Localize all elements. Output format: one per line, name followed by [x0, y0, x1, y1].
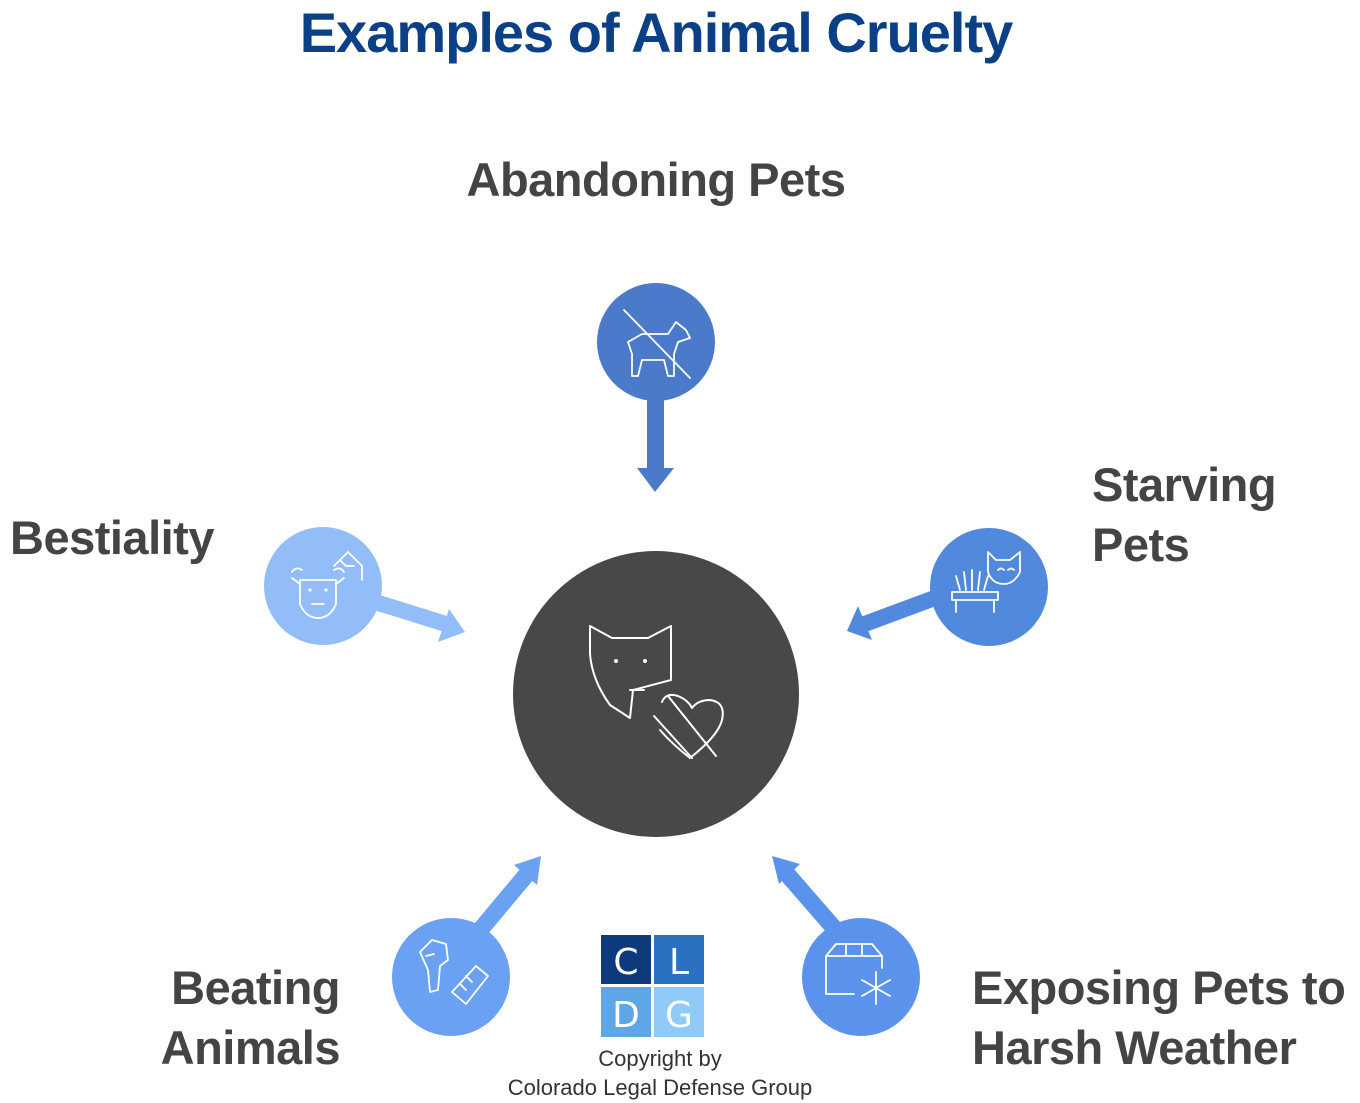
center-node: [513, 551, 799, 837]
logo-letter-d: D: [612, 995, 640, 1036]
node-bestiality: [264, 527, 382, 645]
arrow-abandoning: [637, 398, 674, 492]
label-line: Starving: [1092, 458, 1277, 511]
arrow-bestiality: [369, 593, 465, 642]
dog-hit-icon: [419, 939, 489, 1005]
logo-tile-l: [654, 935, 704, 984]
label-bestiality: Bestiality: [10, 508, 214, 568]
arrow-beating: [469, 856, 541, 941]
label-starving-pets: Starving Pets: [1092, 455, 1277, 575]
page-title: Examples of Animal Cruelty: [299, 1, 1014, 64]
no-dog-icon: [623, 309, 691, 379]
label-beating-animals: Beating Animals: [60, 958, 341, 1078]
arrow-starving: [847, 588, 943, 640]
label-line: Exposing Pets to: [972, 961, 1346, 1014]
label-line: Abandoning Pets: [466, 153, 846, 206]
cat-empty-bowl-icon: [951, 551, 1021, 613]
logo-tile-g: [654, 987, 704, 1037]
cow-icon: [291, 551, 363, 619]
node-abandoning: [597, 283, 715, 401]
copyright-line-2: Colorado Legal Defense Group: [507, 1075, 813, 1100]
node-beating: [392, 918, 510, 1036]
label-line: Harsh Weather: [972, 1021, 1297, 1074]
label-exposing-pets: Exposing Pets to Harsh Weather: [972, 958, 1346, 1078]
label-line: Beating: [171, 961, 340, 1014]
copyright-line-1: Copyright by: [598, 1046, 722, 1071]
center-circle: [513, 551, 799, 837]
label-line: Bestiality: [10, 511, 214, 564]
logo-letter-l: L: [669, 942, 689, 983]
label-line: Pets: [1092, 518, 1190, 571]
logo-tile-d: [601, 987, 651, 1037]
cat-broken-heart-icon: [589, 625, 724, 759]
node-starving: [930, 528, 1048, 646]
arrow-exposing: [772, 856, 847, 941]
label-abandoning-pets: Abandoning Pets: [0, 150, 1312, 210]
label-line: Animals: [160, 1021, 341, 1074]
logo-tile-c: [601, 935, 651, 984]
copyright-notice: Copyright by Colorado Legal Defense Grou…: [470, 1044, 850, 1102]
cldg-logo: C L D G: [601, 935, 704, 1037]
node-exposing: [802, 918, 920, 1036]
box-snowflake-icon: [825, 943, 891, 1005]
logo-letter-g: G: [665, 995, 693, 1036]
logo-letter-c: C: [613, 942, 638, 983]
